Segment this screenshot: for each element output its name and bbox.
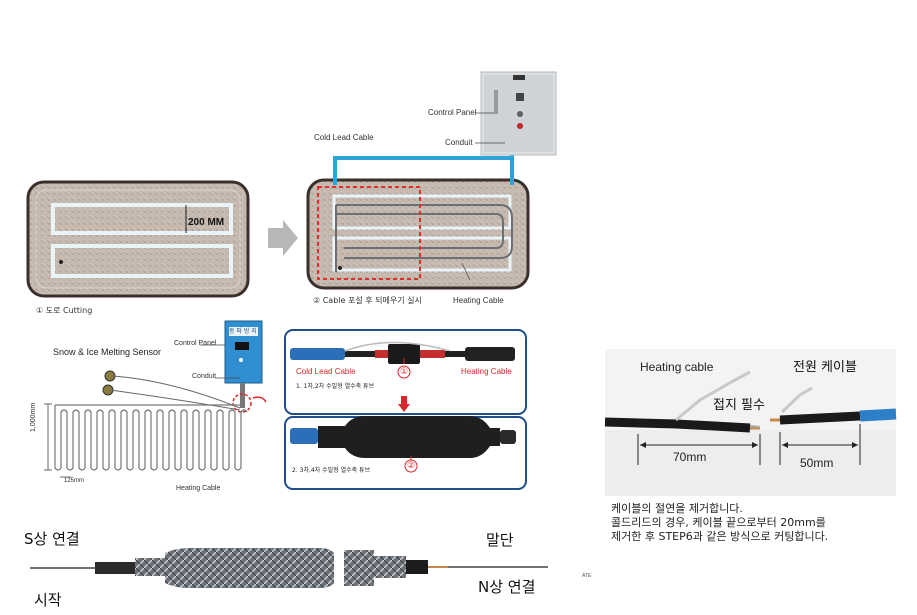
- conduit-label: Conduit: [445, 138, 473, 147]
- spacing-dimension: 125mm: [64, 478, 85, 484]
- step2-caption: ② Cable 포설 후 되메우기 실시: [313, 296, 422, 305]
- ground-required-label: 접지 필수: [713, 398, 765, 413]
- instruction-line-2: 콜드리드의 경우, 케이블 끝으로부터 20mm를: [611, 516, 826, 529]
- start-label: 시작: [34, 591, 62, 609]
- layout-control-panel-label: Control Panel: [174, 340, 217, 347]
- heating-cable-label: Heating Cable: [453, 296, 504, 305]
- step1-caption: ① 도로 Cutting: [36, 306, 93, 315]
- splice-step-2: 2. 3차,4차 수밀형 열수축 튜브: [292, 467, 371, 474]
- end-label: 말단: [486, 531, 514, 549]
- dimension-label: 200 MM: [188, 217, 225, 228]
- s-phase-label: S상 연결: [24, 530, 80, 548]
- instruction-line-1: 케이블의 절연을 제거합니다.: [611, 502, 743, 515]
- splice-heating-label: Heating Cable: [461, 367, 512, 376]
- splice-marker-2: ②: [407, 460, 416, 470]
- cold-lead-cable-label: Cold Lead Cable: [314, 133, 374, 142]
- dim-50mm: 50mm: [800, 456, 834, 470]
- control-panel-label: Control Panel: [428, 108, 477, 117]
- layout-heating-cable-label: Heating Cable: [176, 485, 221, 492]
- layout-conduit-label: Conduit: [192, 373, 217, 380]
- small-mark: ATE: [582, 573, 592, 579]
- n-phase-label: N상 연결: [478, 578, 536, 596]
- dim-70mm: 70mm: [673, 450, 707, 464]
- photo-heating-cable-label: Heating cable: [640, 360, 714, 374]
- sensor-label: Snow & Ice Melting Sensor: [53, 347, 162, 357]
- photo-power-cable-label: 전원 케이블: [793, 360, 857, 375]
- instruction-line-3: 제거한 후 STEP6과 같은 방식으로 커팅합니다.: [611, 530, 829, 543]
- splice-cold-lead-label: Cold Lead Cable: [296, 367, 356, 376]
- splice-step-1: 1. 1차,2차 수밀형 열수축 튜브: [296, 383, 375, 390]
- splice-marker-1: ①: [400, 366, 409, 376]
- panel-title: 동 파 방 지: [229, 328, 257, 335]
